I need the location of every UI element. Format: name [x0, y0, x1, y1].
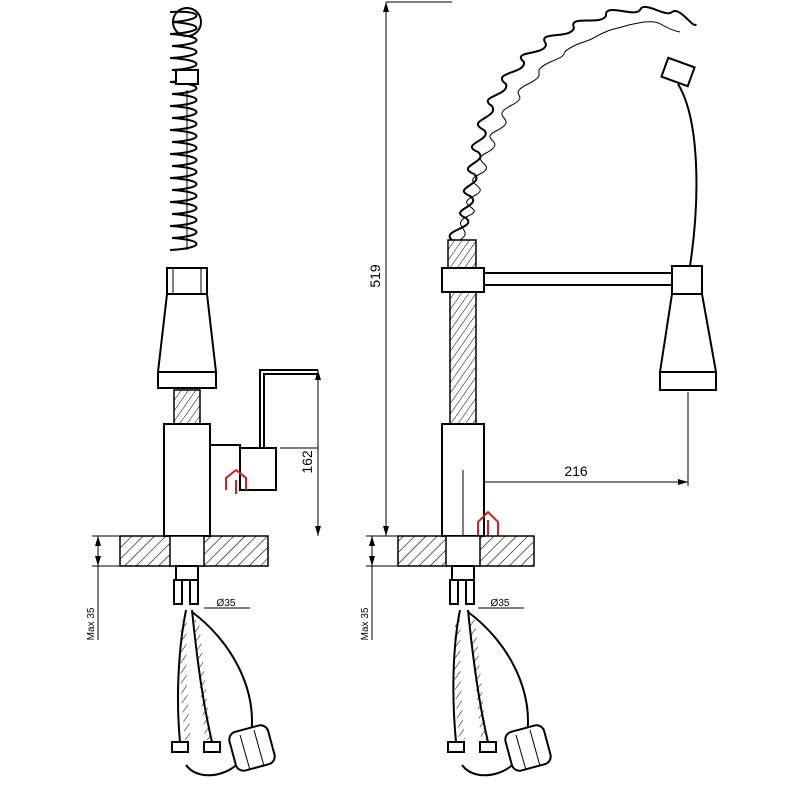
side-handle-hub	[239, 447, 277, 491]
front-spring-coil	[448, 5, 697, 241]
side-neck-corrugation	[173, 389, 201, 425]
front-temp-indicator-icon	[477, 510, 499, 536]
dim-label-hole-diameter-left: Ø35	[217, 598, 236, 609]
side-spring-clip	[175, 69, 199, 85]
dim-label-overall-height: 519	[367, 264, 383, 288]
side-spring-coil	[169, 10, 198, 251]
dim-label-max-thickness-left: Max 35	[86, 607, 97, 640]
front-hose-arc	[677, 83, 698, 267]
dim-label-handle-height: 162	[299, 450, 315, 474]
dim-label-hole-diameter-right: Ø35	[491, 598, 510, 609]
front-sprayer-nozzle	[659, 371, 717, 391]
side-sprayer-head	[156, 293, 218, 373]
front-spring-clip	[660, 56, 696, 88]
side-spring-top	[172, 7, 202, 37]
side-view: 162 Max 35 Ø35	[86, 7, 321, 777]
side-sprayer-nozzle	[157, 371, 217, 389]
front-view: 519 216	[360, 1, 718, 777]
side-temp-indicator-icon	[225, 468, 247, 490]
front-spring-collar	[441, 267, 485, 293]
front-sprayer-head	[658, 293, 718, 373]
front-riser-corrugation	[449, 291, 477, 425]
dim-label-reach: 216	[564, 463, 588, 479]
side-mount-nut	[175, 565, 199, 581]
front-mount-nut	[451, 565, 475, 581]
front-sprayer-holder	[671, 265, 703, 295]
front-support-arm	[483, 272, 673, 286]
side-spring-collar	[166, 267, 208, 295]
dim-label-max-thickness-right: Max 35	[360, 607, 371, 640]
side-faucet-body	[163, 423, 211, 537]
